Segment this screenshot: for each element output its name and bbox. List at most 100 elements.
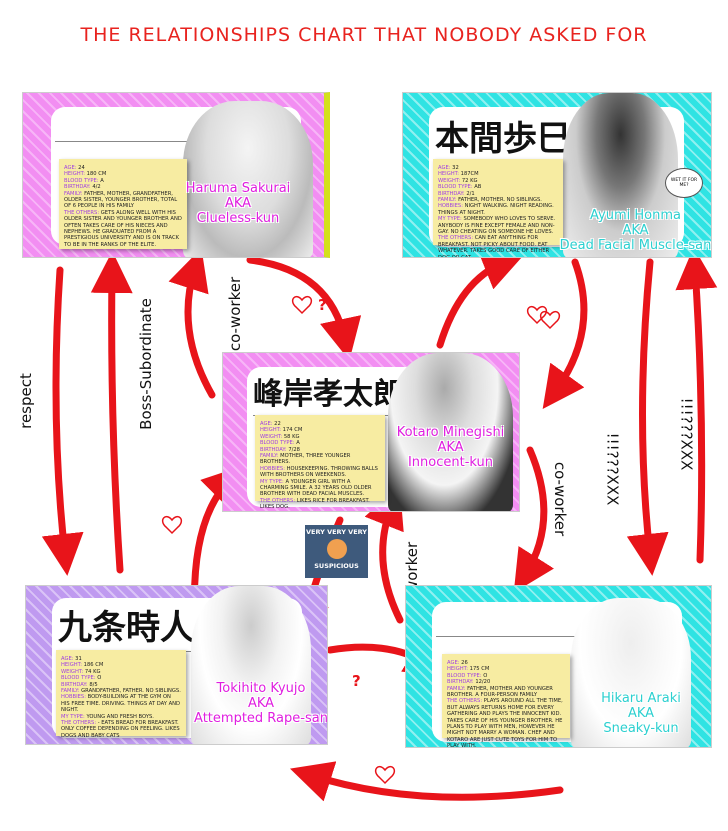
stat-value: 22 <box>274 421 281 427</box>
arrow-haruma-kotaro <box>246 256 362 361</box>
stat-line: WEIGHT: 72 KG <box>438 178 558 184</box>
meme-bottom-text: SUSPICIOUS <box>314 562 359 570</box>
stat-line: FAMILY: MOTHER, THREE YOUNGER BROTHERS. <box>260 453 380 466</box>
arrow-boss-subordinate <box>90 251 133 574</box>
arrow-xxx-2 <box>675 247 718 564</box>
stat-value: 12/20 <box>475 679 491 686</box>
stat-label: AGE: <box>64 165 77 171</box>
stat-line: HEIGHT: 187CM <box>438 171 558 177</box>
stat-value: - EATS BREAD FOR BREAKFAST. ONLY COFFEE … <box>61 720 180 739</box>
stat-label: FAMILY: <box>260 453 279 460</box>
stat-line: FAMILY: FATHER, MOTHER. NO SIBLINGS. <box>438 197 558 203</box>
stat-label: FAMILY: <box>438 197 457 204</box>
stat-label: FAMILY: <box>64 190 83 197</box>
stat-label: BLOOD TYPE: <box>447 672 482 679</box>
stat-label: MY TYPE: <box>61 713 85 720</box>
stat-value: 180 CM <box>86 171 107 178</box>
stat-value: SOMEBODY WHO LOVES TO SERVE. ANYBODY IS … <box>438 216 556 236</box>
stat-family: FAMILY: FATHER, MOTHER, GRANDFATHER, OLD… <box>64 191 182 210</box>
stat-value: 72 KG <box>461 177 478 184</box>
stat-line: AGE: 32 <box>438 165 558 171</box>
stat-label: BIRTHDAY: <box>260 446 287 453</box>
text: AKA <box>437 440 464 455</box>
profile-card-hikaru: AGE: 26 HEIGHT: 175 CM BLOOD TYPE: O BIR… <box>405 585 712 748</box>
stat-value: 2/1 <box>466 190 475 197</box>
heart-icon <box>291 295 313 315</box>
stat-label: BLOOD TYPE: <box>64 177 99 184</box>
stat-line: BLOOD TYPE: O <box>447 673 565 679</box>
stat-label: THE OTHERS: <box>447 698 483 705</box>
suspicious-meme-image: VERY VERY VERY SUSPICIOUS <box>305 525 368 578</box>
stat-label: HOBBIES: <box>438 203 463 210</box>
character-portrait <box>563 93 678 257</box>
stat-value: GETS ALONG WELL WITH HIS OLDER SISTER AN… <box>64 209 182 248</box>
stat-value: FATHER, MOTHER. NO SIBLINGS. <box>458 197 542 204</box>
stat-label: BIRTHDAY: <box>64 184 91 191</box>
stat-label: AGE: <box>61 656 74 662</box>
stat-line: BLOOD TYPE: A <box>260 440 380 446</box>
text: Ayumi Honma <box>590 208 681 223</box>
character-portrait <box>183 101 313 257</box>
stat-line: BLOOD TYPE: O <box>61 675 181 681</box>
stat-line: MY TYPE: SOMEBODY WHO LOVES TO SERVE. AN… <box>438 216 558 235</box>
stat-label: AGE: <box>260 421 273 427</box>
label-xxx-2: !!!???XXX <box>677 397 696 471</box>
kanji-name: 九条時人 <box>58 600 198 652</box>
chart-title: THE RELATIONSHIPS CHART THAT NOBODY ASKE… <box>80 24 648 46</box>
text: AKA <box>247 696 275 711</box>
stats-box: AGE: 24 HEIGHT: 180 CM BLOOD TYPE: A BIR… <box>59 159 187 249</box>
stat-line: HOBBIES: HOUSEKEEPING. THROWING BALLS WI… <box>260 466 380 479</box>
meme-top-text: VERY VERY VERY <box>305 528 367 536</box>
stat-line: AGE: 22 <box>260 421 380 427</box>
stat-value: CAN EAT ANYTHING FOR BREAKFAST. NOT PICK… <box>438 235 550 258</box>
text: AKA <box>622 223 649 238</box>
kanji-name: 峰岸孝太郎 <box>253 369 423 416</box>
stat-line: BIRTHDAY: 7/28 <box>260 447 380 453</box>
stats-box: AGE: 32 HEIGHT: 187CM WEIGHT: 72 KG BLOO… <box>433 159 563 257</box>
stat-value: A <box>100 177 104 184</box>
text: Sneaky-kun <box>603 721 679 736</box>
text: AKA <box>627 706 655 721</box>
stat-label: HEIGHT: <box>438 171 459 178</box>
stat-line: MY TYPE: A YOUNGER GIRL WITH A CHARMING … <box>260 479 380 498</box>
name-underline <box>436 636 581 637</box>
stat-line: FAMILY: FATHER, MOTHER AND YOUNGER BROTH… <box>447 686 565 699</box>
text: Attempted Rape-san <box>194 711 328 726</box>
stat-others: THE OTHERS: GETS ALONG WELL WITH HIS OLD… <box>64 210 182 248</box>
stat-line: HEIGHT: 174 CM <box>260 427 380 433</box>
stat-label: BLOOD TYPE: <box>61 675 96 682</box>
kanji-name: 本間歩巳 <box>435 111 575 163</box>
stat-value: A YOUNGER GIRL WITH A CHARMING SMILE. A … <box>260 478 372 498</box>
stat-label: HEIGHT: <box>447 666 468 673</box>
stat-value: AB <box>474 184 482 191</box>
stat-line: AGE: 31 <box>61 656 181 662</box>
stat-label: HEIGHT: <box>260 427 281 434</box>
heart-icon <box>526 305 548 325</box>
stat-label: THE OTHERS: <box>64 209 100 216</box>
stat-line: THE OTHERS: - EATS BREAD FOR BREAKFAST. … <box>61 720 181 739</box>
arrow-ayumi-kotaro <box>542 258 588 410</box>
stat-label: AGE: <box>438 165 451 171</box>
arrow-hikaru-kotaro <box>364 485 404 624</box>
stat-value: FATHER, MOTHER AND YOUNGER BROTHER. A FO… <box>447 685 553 699</box>
stat-blood: BLOOD TYPE: A <box>64 178 182 184</box>
stat-label: THE OTHERS: <box>260 497 296 504</box>
label-xxx-1: !!!???XXX <box>603 432 622 506</box>
stat-value: LIKES RICE FOR BREAKFAST. LIKES DOG. <box>260 497 370 511</box>
heart-icons <box>161 295 561 785</box>
stat-value: 8/5 <box>89 681 98 688</box>
arrow-coworker-haruma <box>168 248 216 399</box>
stat-value: 175 CM <box>469 666 490 673</box>
heart-icon <box>161 515 183 535</box>
stat-line: BIRTHDAY: 8/5 <box>61 682 181 688</box>
stat-value: 74 KG <box>84 668 101 675</box>
character-portrait <box>571 598 691 747</box>
stat-line: BIRTHDAY: 2/1 <box>438 191 558 197</box>
text: Clueless-kun <box>196 211 280 226</box>
stat-label: BIRTHDAY: <box>61 681 88 688</box>
stat-label: MY TYPE: <box>438 216 462 223</box>
stat-line: HOBBIES: BODY-BUILDING AT THE GYM ON HIS… <box>61 694 181 713</box>
